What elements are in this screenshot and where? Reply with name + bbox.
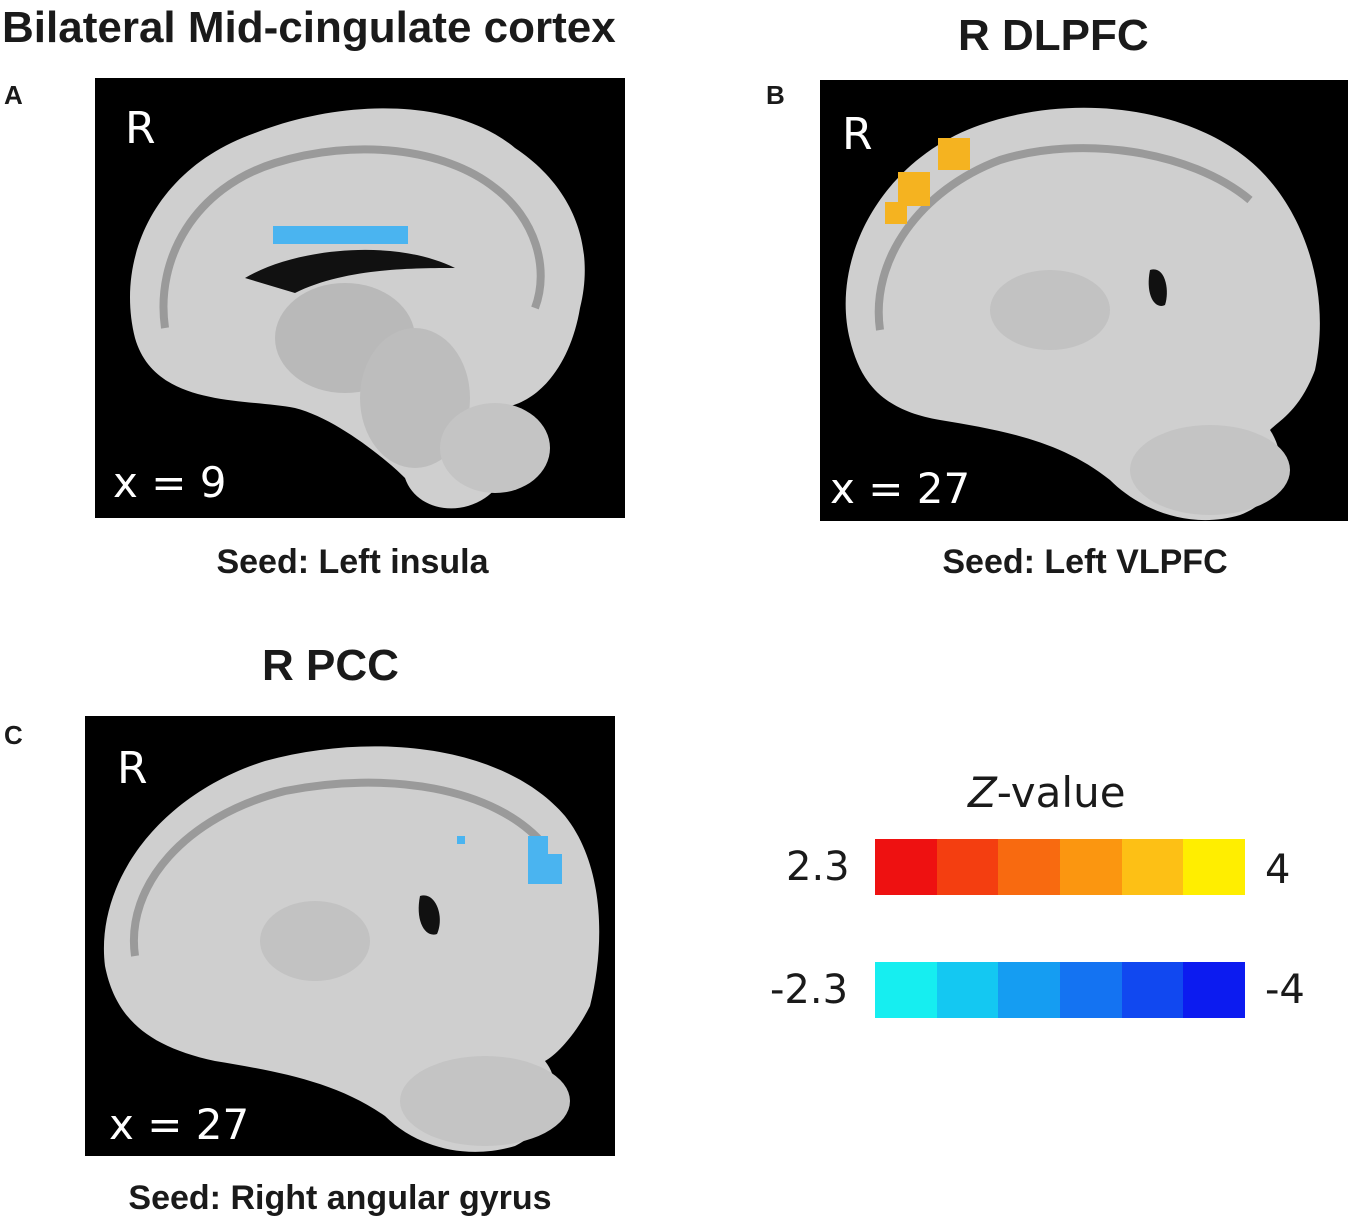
- slice-coordinate-b: x = 27: [830, 464, 971, 513]
- positive-colorbar: [875, 839, 1246, 895]
- legend-title-rest: -value: [996, 768, 1126, 817]
- negative-colorbar-swatch: [875, 962, 937, 1018]
- positive-colorbar-swatch: [875, 839, 937, 895]
- positive-colorbar-swatch: [998, 839, 1061, 895]
- legend-title-z: Z: [968, 768, 997, 817]
- positive-colorbar-swatch: [1183, 839, 1246, 895]
- orientation-label-a: R: [125, 103, 156, 154]
- slice-coordinate-a: x = 9: [113, 458, 227, 507]
- panel-b-title: R DLPFC: [958, 11, 1149, 60]
- activation-cluster-c: [457, 836, 562, 884]
- panel-c-title: R PCC: [262, 641, 399, 690]
- positive-min-label: 2.3: [786, 844, 850, 890]
- negative-min-label: -2.3: [770, 967, 849, 1013]
- panel-a-seed-caption: Seed: Left insula: [216, 543, 489, 581]
- panel-c-brain-image: R x = 27: [85, 716, 615, 1156]
- sagittal-brain-slice-a: [130, 108, 585, 509]
- positive-colorbar-swatch: [936, 839, 999, 895]
- panel-b-seed-caption: Seed: Left VLPFC: [942, 543, 1228, 581]
- negative-colorbar-swatch: [1183, 962, 1246, 1018]
- legend-title: Z-value: [968, 768, 1126, 818]
- sagittal-brain-slice-c: [103, 746, 600, 1152]
- panel-c-letter: C: [4, 720, 23, 750]
- activation-cluster-b: [885, 138, 970, 224]
- positive-colorbar-swatch: [1060, 839, 1122, 895]
- orientation-label-c: R: [117, 743, 148, 794]
- panel-a-brain-image: R x = 9: [95, 78, 625, 518]
- panel-a-letter: A: [4, 80, 23, 110]
- positive-colorbar-swatch: [1121, 839, 1184, 895]
- slice-coordinate-c: x = 27: [109, 1100, 250, 1149]
- activation-cluster-a: [273, 226, 408, 244]
- orientation-label-b: R: [842, 109, 873, 160]
- panel-b-brain-image: R x = 27: [820, 80, 1348, 521]
- negative-colorbar-swatch: [1060, 962, 1122, 1018]
- panel-a-title: Bilateral Mid-cingulate cortex: [2, 3, 616, 52]
- sagittal-brain-slice-b: [845, 107, 1320, 521]
- negative-colorbar: [875, 962, 1246, 1018]
- positive-max-label: 4: [1265, 847, 1291, 893]
- panel-c-seed-caption: Seed: Right angular gyrus: [128, 1179, 552, 1217]
- negative-colorbar-swatch: [936, 962, 999, 1018]
- negative-colorbar-swatch: [998, 962, 1061, 1018]
- negative-max-label: -4: [1265, 967, 1305, 1013]
- panel-b-letter: B: [766, 80, 785, 110]
- negative-colorbar-swatch: [1121, 962, 1184, 1018]
